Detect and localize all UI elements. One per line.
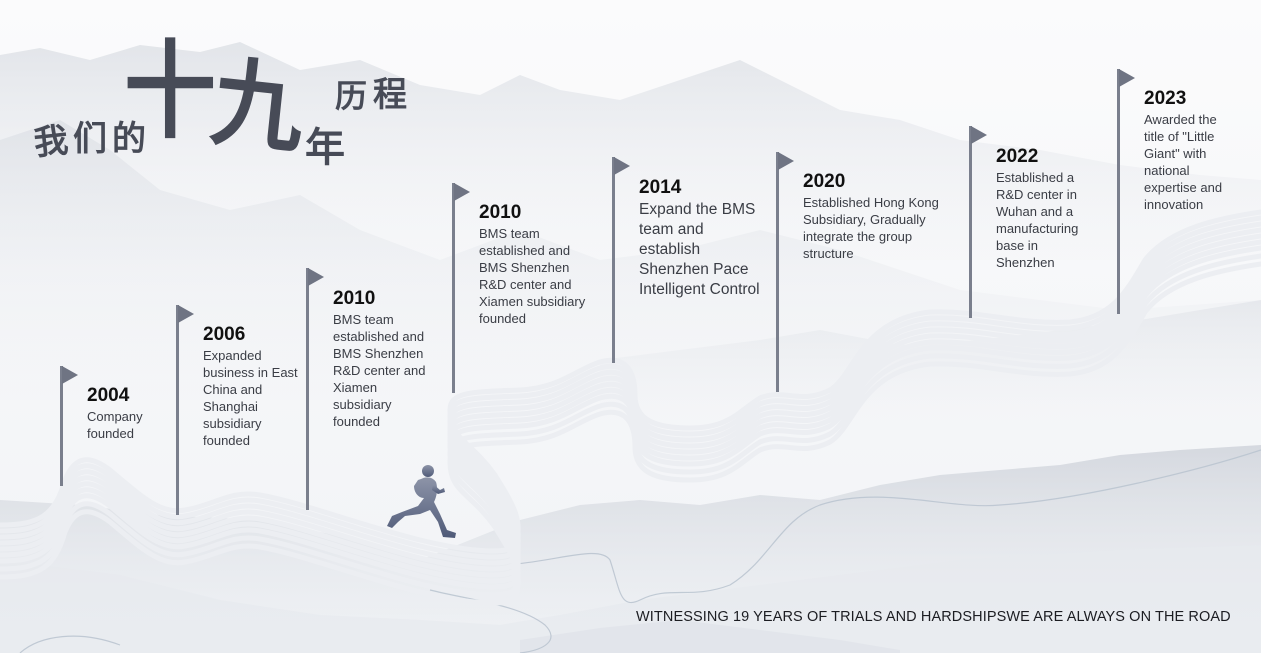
flag-pole [1117, 69, 1120, 314]
milestone-description: Established a R&D center in Wuhan and a … [996, 170, 1079, 270]
flag-icon [1119, 69, 1135, 87]
title-char: 的 [112, 119, 146, 159]
flag-icon [454, 183, 470, 201]
flag-pole [306, 268, 309, 510]
flag-icon [778, 152, 794, 170]
milestone-description: BMS team established and BMS Shenzhen R&… [479, 226, 586, 326]
milestone-description: Awarded the title of "Little Giant" with… [1144, 112, 1223, 212]
milestone-year: 2010 [333, 288, 376, 309]
milestone-year: 2010 [479, 202, 522, 223]
flag-pole [176, 305, 179, 515]
title-char: 程 [373, 75, 407, 115]
flag-icon [178, 305, 194, 323]
near-mountains [0, 445, 1261, 653]
flag-pole [776, 152, 779, 392]
page-title: 我 们 的 十 九 年 历 程 [0, 0, 450, 200]
milestone-year: 2023 [1144, 88, 1187, 109]
title-char-big: 十 [124, 28, 217, 154]
flag-pole [452, 183, 455, 393]
milestone-year: 2006 [203, 324, 246, 345]
title-char-big: 九 [206, 44, 310, 168]
title-char: 我 [32, 120, 70, 164]
milestone-description: Expanded business in East China and Shan… [203, 348, 298, 448]
flag-pole [612, 157, 615, 363]
flag-icon [308, 268, 324, 286]
title-char: 们 [73, 119, 107, 159]
milestone-description: Expand the BMS team and establish Shenzh… [639, 201, 760, 298]
slogan-text: WITNESSING 19 YEARS OF TRIALS AND HARDSH… [636, 609, 1231, 625]
flag-icon [971, 126, 987, 144]
milestone-year: 2014 [639, 177, 682, 198]
runner-icon [387, 465, 456, 538]
milestone-description: Established Hong Kong Subsidiary, Gradua… [803, 195, 939, 261]
milestone-year: 2022 [996, 146, 1039, 167]
milestone-year: 2020 [803, 171, 846, 192]
flag-pole [969, 126, 972, 318]
title-char: 年 [305, 124, 345, 171]
flag-icon [62, 366, 78, 384]
milestone-description: Company founded [87, 409, 143, 441]
milestone-description: BMS team established and BMS Shenzhen R&… [333, 312, 426, 429]
river-lines [19, 449, 1261, 653]
flag-icon [614, 157, 630, 175]
milestone-year: 2004 [87, 385, 130, 406]
timeline-road [0, 212, 1261, 606]
title-char: 历 [335, 77, 368, 115]
flag-pole [60, 366, 63, 486]
